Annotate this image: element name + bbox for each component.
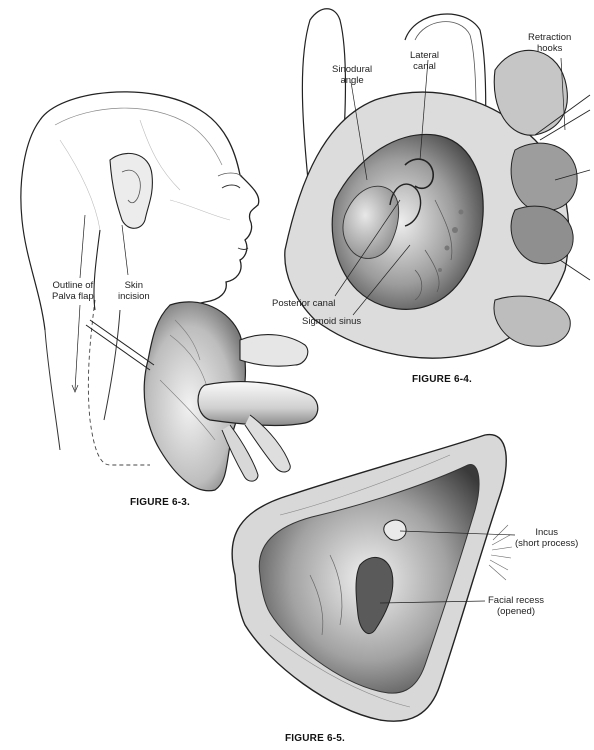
- figure-6-5: [210, 425, 594, 730]
- label-facial-recess-opened: Facial recess (opened): [488, 595, 544, 617]
- figure-6-5-illustration: [231, 433, 516, 722]
- facial-recess: [355, 557, 394, 635]
- palva-flap-outline: [87, 299, 150, 466]
- posterior-canal: [389, 183, 422, 227]
- ear: [109, 152, 153, 229]
- head-outline: [39, 91, 260, 321]
- figure-6-3: [0, 80, 330, 500]
- retracting-finger: [197, 381, 319, 427]
- label-posterior-canal: Posterior canal: [272, 298, 336, 309]
- label-retraction-hooks: Retraction hooks: [528, 32, 572, 54]
- figure-6-3-illustration: [20, 91, 319, 492]
- figure-6-4-illustration: [284, 8, 591, 359]
- caption-figure-6-5: FIGURE 6-5.: [285, 733, 345, 744]
- label-sinodural-angle: Sinodural angle: [332, 64, 373, 86]
- label-sigmoid-sinus: Sigmoid sinus: [302, 316, 362, 327]
- incus: [383, 519, 407, 541]
- sigmoid-sinus: [342, 185, 400, 259]
- label-incus-short-process: Incus (short process): [515, 527, 579, 549]
- mastoid-cavity: [331, 133, 484, 310]
- figure-6-4: [265, 0, 594, 372]
- label-skin-incision: Skin incision: [118, 280, 150, 302]
- caption-figure-6-4: FIGURE 6-4.: [412, 374, 472, 385]
- skin-incision: [93, 229, 101, 311]
- retracted-flap: [143, 301, 247, 492]
- label-outline-palva-flap: Outline of Palva flap: [52, 280, 94, 302]
- label-lateral-canal: Lateral canal: [410, 50, 440, 72]
- lateral-canal: [404, 158, 434, 190]
- caption-figure-6-3: FIGURE 6-3.: [130, 497, 190, 508]
